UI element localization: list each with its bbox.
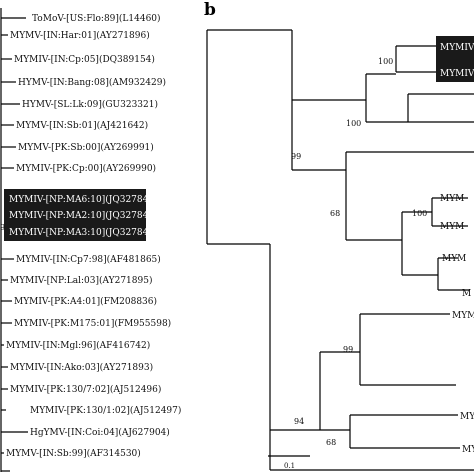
leaf-label: HgYMV-[IN:Coi:04](AJ627904)	[30, 427, 170, 438]
leaf-label: M	[462, 289, 471, 299]
bootstrap-fragment: 9	[0, 223, 5, 232]
leaf-label: HYMV-[SL:Lk:09](GU323321)	[22, 99, 158, 110]
leaf-label: MYMIV-[IN:Mgl:96](AF416742)	[6, 340, 150, 351]
leaf-label-highlighted: MYMIV	[440, 43, 474, 53]
leaf-label: MYM	[440, 222, 464, 232]
left-tree-branches	[0, 8, 28, 472]
leaf-label: MYMV-[IN:Sb:01](AJ421642)	[16, 120, 148, 131]
leaf-label: MYM	[452, 311, 474, 321]
bootstrap-value: 100	[412, 209, 427, 218]
leaf-label: MYM	[442, 254, 466, 264]
leaf-label: MYMIV-[PK:Cp:00](AY269990)	[16, 163, 156, 174]
leaf-label: MYMIV-[IN:Cp:05](DQ389154)	[14, 54, 155, 65]
leaf-label: MYMIV-[IN:Cp7:98](AF481865)	[16, 254, 161, 265]
bootstrap-value: 100	[378, 57, 393, 66]
leaf-label-highlighted: MYMIV-[NP:MA6:10](JQ327845)	[9, 194, 158, 205]
leaf-label-highlighted: MYMIV-[NP:MA3:10](JQ327847)	[9, 227, 158, 238]
leaf-label: MYMV	[462, 445, 474, 455]
leaf-label: MYM	[440, 194, 464, 204]
leaf-label: MYMIV-[PK:130/1:02](AJ512497)	[30, 405, 181, 416]
leaf-label-highlighted: MYMIV-[NP:MA2:10](JQ327846)	[9, 210, 158, 221]
bootstrap-value: 68	[326, 438, 336, 447]
right-tree-labels: MYMIV MYMIV MYM MYM MYM M MYM MY MYMV 10…	[284, 36, 474, 470]
panel-label-b: b	[204, 0, 216, 20]
leaf-label: MYMIV-[PK:M175:01](FM955598)	[14, 318, 171, 329]
leaf-label: HYMV-[IN:Bang:08](AM932429)	[18, 77, 166, 88]
leaf-label: MYMIV-[IN:Ako:03](AY271893)	[10, 362, 153, 373]
leaf-label: MYMIV-[NP:Lal:03](AY271895)	[10, 275, 152, 286]
leaf-label: MYMIV-[PK:A4:01](FM208836)	[14, 296, 157, 307]
bootstrap-value: 99	[343, 345, 353, 354]
bootstrap-value: 94	[294, 417, 304, 426]
leaf-label: MYMV-[IN:Sb:99](AF314530)	[6, 448, 141, 459]
leaf-label: MYMV-[IN:Har:01](AY271896)	[10, 30, 150, 41]
leaf-label: ToMoV-[US:Flo:89](L14460)	[32, 13, 161, 24]
right-tree-branches	[206, 29, 474, 471]
left-tree-leaf-labels: ToMoV-[US:Flo:89](L14460) MYMV-[IN:Har:0…	[0, 13, 181, 459]
bootstrap-value: 68	[330, 209, 340, 218]
bootstrap-value: 99	[291, 152, 301, 161]
highlight-box-right	[436, 36, 474, 82]
leaf-label-highlighted: MYMIV	[440, 69, 474, 79]
bootstrap-value: 100	[346, 119, 361, 128]
highlight-box-left	[4, 189, 146, 241]
leaf-label: MYMIV-[PK:130/7:02](AJ512496)	[10, 384, 161, 395]
scale-bar-label: 0.1	[284, 462, 295, 470]
leaf-label: MYMV-[PK:Sb:00](AY269991)	[18, 142, 154, 153]
leaf-label: MY	[460, 412, 474, 422]
